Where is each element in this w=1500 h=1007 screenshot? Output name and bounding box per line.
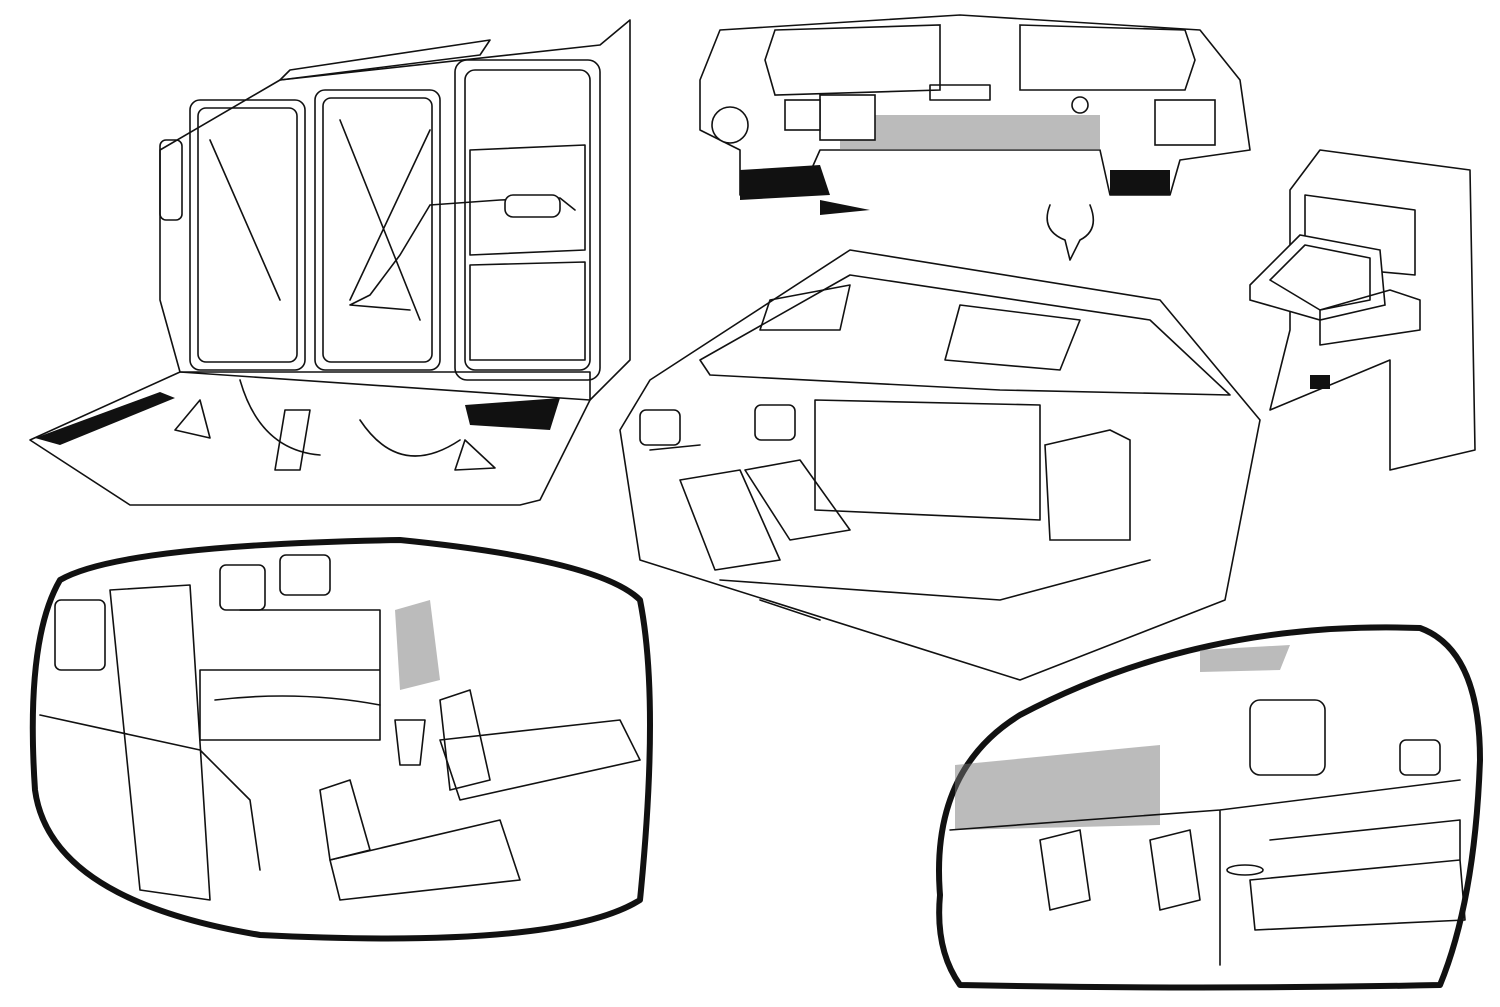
passenger-cabin-oval-frame bbox=[936, 624, 1483, 991]
glass-booth-with-robot-arm bbox=[29, 19, 631, 506]
lounge-cabin-oval-frame bbox=[29, 537, 653, 942]
control-console bbox=[1249, 149, 1476, 471]
cabin-interior-with-seats bbox=[619, 249, 1261, 681]
cockpit-dashboard bbox=[699, 14, 1251, 261]
